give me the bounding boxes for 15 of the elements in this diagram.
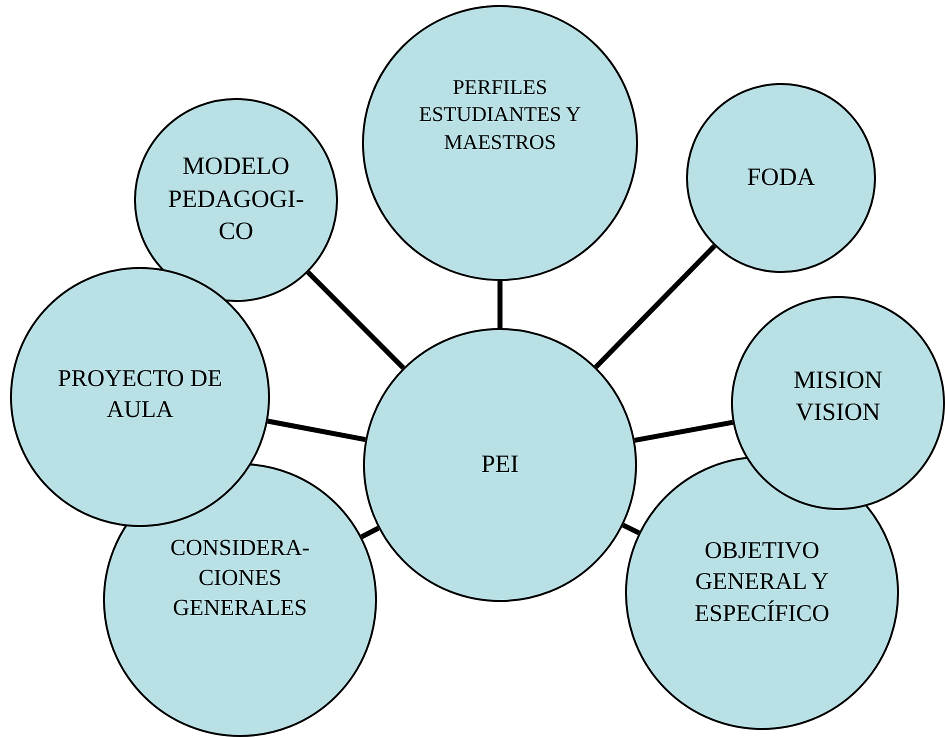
node-label: OBJETIVO GENERAL Y ESPECÍFICO [694, 537, 830, 629]
connector-line [306, 270, 406, 370]
node-label: PEI [480, 450, 520, 480]
connector-line [634, 420, 734, 443]
node-label: PERFILES ESTUDIANTES Y MAESTROS [418, 74, 582, 156]
connector-line [594, 244, 716, 369]
node-label: MODELO PEDAGOGI- CO [166, 152, 306, 248]
node-label: PROYECTO DE AULA [56, 364, 224, 425]
connector-line [360, 526, 380, 540]
node-label: CONSIDERA- CIONES GENERALES [169, 534, 311, 622]
node-label: FODA [746, 162, 816, 193]
connector-line [622, 522, 640, 536]
connector-line [267, 418, 366, 442]
node-label: MISION VISION [792, 366, 884, 428]
connector-line [498, 281, 502, 328]
